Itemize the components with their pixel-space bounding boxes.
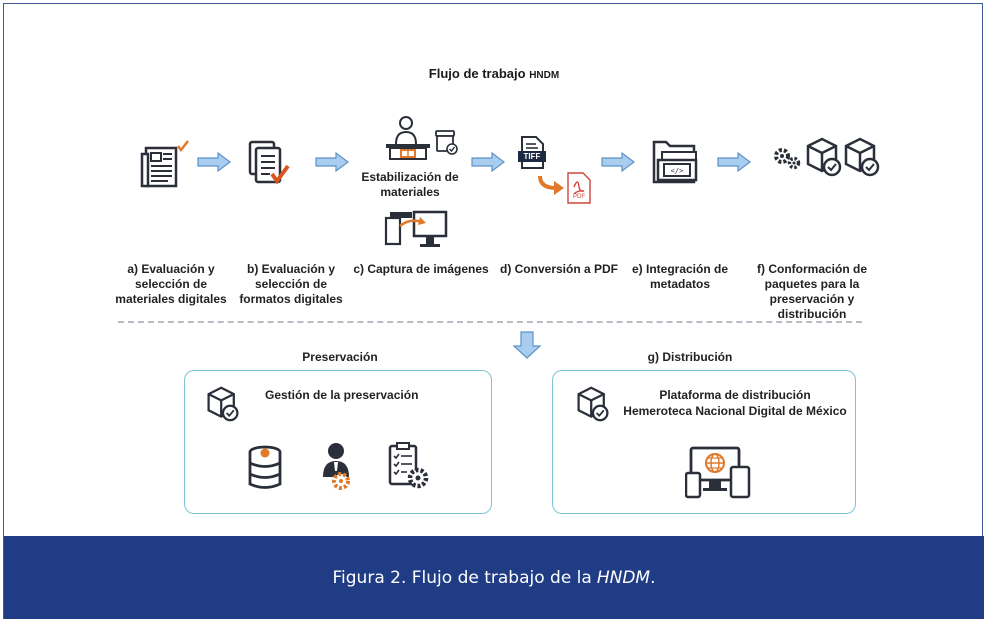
- caption-emphasis: HNDM: [596, 567, 651, 588]
- step-d-label: d) Conversión a PDF: [499, 262, 618, 276]
- step-e-label: e) Integración de metadatos: [631, 262, 729, 291]
- user-settings-icon: [323, 443, 350, 490]
- image-capture-icon: [384, 210, 448, 247]
- preservation-section-label: Preservación: [302, 350, 378, 364]
- flow-arrow-3: [471, 152, 505, 172]
- step-a-label: a) Evaluación y selección de materiales …: [115, 262, 227, 306]
- package-check-icon: [207, 386, 239, 422]
- preservation-box-title: Gestión de la preservación: [265, 388, 419, 402]
- curved-arrow-icon: [538, 175, 564, 195]
- step-b-label: b) Evaluación y selección de formatos di…: [239, 262, 343, 306]
- workflow-diagram: Flujo de trabajo HNDM: [115, 66, 880, 514]
- diagram-title: Flujo de trabajo HNDM: [428, 66, 560, 81]
- distribution-box-title-line1: Plataforma de distribución: [659, 388, 811, 402]
- checklist-settings-icon: [388, 442, 429, 489]
- pdf-text: PDF: [573, 194, 585, 200]
- flow-arrow-5: [717, 152, 751, 172]
- tiff-file-icon: TIFF: [518, 136, 546, 170]
- package-check-icon-2: [844, 137, 880, 177]
- distribution-box-title-line2: Hemeroteca Nacional Digital de México: [623, 404, 847, 418]
- documents-check-icon: [248, 140, 290, 185]
- caption-text: Figura 2. Flujo de trabajo de la: [332, 567, 592, 588]
- figure-frame: [3, 3, 983, 619]
- multi-device-web-icon: [685, 446, 751, 499]
- flow-arrow-4: [601, 152, 635, 172]
- person-at-desk-icon: [386, 116, 430, 160]
- package-check-icon: [806, 137, 842, 177]
- flow-arrow-1: [197, 152, 231, 172]
- newspaper-check-icon: [140, 140, 189, 188]
- caption-suffix: .: [650, 567, 656, 588]
- section-divider: [118, 321, 862, 323]
- distribution-box: Plataforma de distribución Hemeroteca Na…: [552, 370, 856, 514]
- distribution-section-label: g) Distribución: [647, 350, 733, 364]
- flow-arrow-2: [315, 152, 349, 172]
- gears-icon: [774, 148, 801, 170]
- svg-text:</>: </>: [671, 167, 684, 175]
- storage-box-icon: [435, 130, 458, 155]
- stabilization-label: Estabilización de materiales: [361, 170, 459, 199]
- down-arrow: [512, 331, 542, 359]
- metadata-folder-icon: </>: [652, 140, 698, 184]
- step-c-label: c) Captura de imágenes: [353, 262, 489, 276]
- step-f-label: f) Conformación de paquetes para la pres…: [757, 262, 867, 321]
- pdf-file-icon: PDF: [566, 172, 592, 204]
- database-icon: [248, 445, 282, 489]
- package-check-icon: [577, 386, 609, 422]
- preservation-box: Gestión de la preservación: [184, 370, 492, 514]
- tiff-text: TIFF: [523, 152, 541, 161]
